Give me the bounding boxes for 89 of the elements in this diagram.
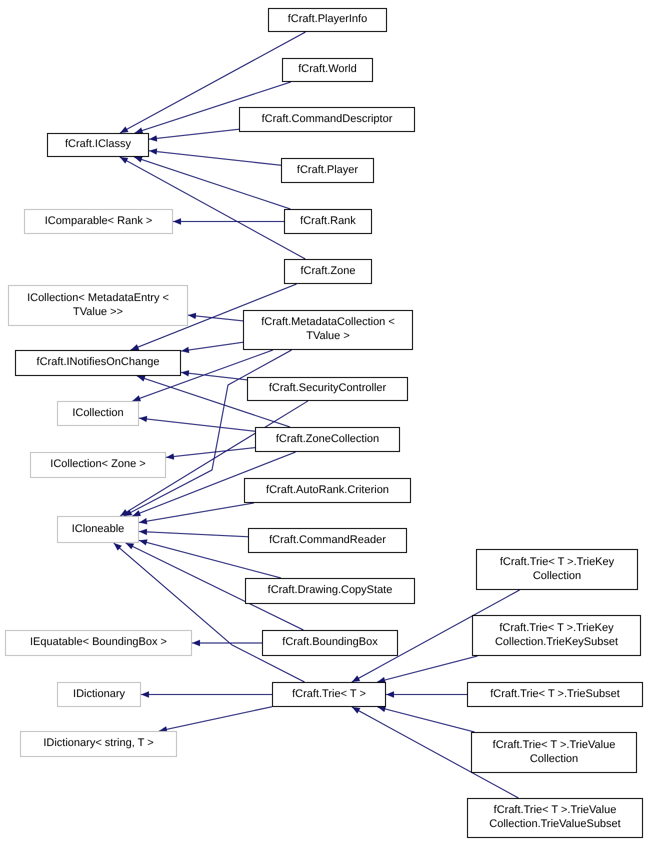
interface-box (30, 452, 166, 478)
class-box (281, 158, 374, 183)
interface-box (24, 209, 173, 234)
class-box (239, 107, 415, 132)
inheritance-arrow (158, 706, 272, 732)
inheritance-arrow (132, 350, 274, 402)
interface-box (8, 285, 188, 326)
inheritance-arrow (172, 218, 284, 225)
class-name: fCraft.Player (296, 164, 358, 178)
interface-box (20, 731, 177, 757)
inheritance-arrow (192, 640, 262, 646)
class-name: fCraft.Trie< T >.TrieKey Collection.TrieKeySubset (494, 622, 620, 650)
class-name: ICollection< Zone > (50, 458, 146, 472)
class-name: fCraft.INotifiesOnChange (36, 356, 160, 370)
inheritance-arrow (351, 706, 519, 798)
class-name: IDictionary< string, T > (43, 737, 154, 751)
inheritance-arrow (140, 691, 272, 698)
class-name: fCraft.ZoneCollection (276, 432, 380, 446)
interface-box (5, 630, 192, 656)
class-name: fCraft.MetadataCollection < TValue > (260, 316, 396, 344)
class-name: IEquatable< BoundingBox > (30, 636, 167, 650)
class-box (272, 682, 386, 707)
class-box (255, 427, 400, 452)
class-name: fCraft.SecurityController (268, 382, 386, 396)
class-name: fCraft.CommandReader (269, 534, 386, 548)
class-name: fCraft.Rank (300, 214, 356, 228)
class-box (247, 377, 408, 401)
inheritance-arrow (119, 156, 306, 260)
inheritance-arrow (138, 502, 254, 524)
inheritance-arrow (113, 542, 305, 682)
inheritance-arrow (130, 284, 298, 350)
class-name: fCraft.IClassy (64, 138, 131, 152)
class-name: IComparable< Rank > (44, 214, 152, 228)
class-box (472, 615, 641, 656)
inheritance-arrow (148, 148, 282, 166)
class-box (467, 798, 643, 838)
inheritance-arrow (377, 706, 475, 732)
class-name: fCraft.Trie< T >.TrieKey Collection (498, 556, 616, 584)
class-box (268, 8, 387, 32)
inheritance-arrow (180, 370, 248, 380)
inheritance-arrow (125, 542, 304, 630)
class-name: IDictionary (73, 688, 125, 702)
inheritance-arrow (132, 452, 296, 516)
class-name: fCraft.Zone (300, 264, 356, 278)
class-name: ICollection< MetadataEntry < TValue >> (26, 292, 170, 320)
class-name: fCraft.CommandDescriptor (262, 112, 392, 126)
class-box (467, 682, 643, 707)
inheritance-arrow (136, 376, 290, 428)
inheritance-arrow (148, 128, 240, 142)
class-name: fCraft.PlayerInfo (288, 13, 368, 27)
class-name: fCraft.BoundingBox (282, 636, 378, 650)
inheritance-arrow (188, 312, 244, 322)
class-box (262, 630, 398, 656)
interface-box (57, 401, 139, 426)
class-box (471, 732, 637, 773)
class-name: ICloneable (72, 522, 124, 536)
inheritance-arrow (123, 350, 292, 516)
class-name: fCraft.AutoRank.Criterion (266, 484, 389, 498)
inheritance-arrow (120, 400, 308, 516)
class-box (284, 209, 372, 234)
inheritance-arrow (138, 416, 256, 432)
class-name: ICollection (72, 406, 124, 420)
inheritance-arrow (120, 32, 306, 134)
class-box (476, 549, 638, 590)
class-name: fCraft.Trie< T >.TrieValue Collection.TrieValueSubset (488, 804, 622, 832)
class-name: fCraft.Trie< T >.TrieSubset (490, 688, 620, 702)
class-name: fCraft.World (298, 63, 357, 77)
class-box (15, 350, 181, 376)
interface-box (57, 682, 141, 707)
inheritance-arrow (138, 528, 248, 538)
class-box (243, 310, 413, 350)
inheritance-arrow (386, 691, 468, 698)
class-name: fCraft.Trie< T > (292, 688, 366, 702)
class-name: fCraft.Trie< T >.TrieValue Collection (492, 738, 616, 766)
class-box (284, 259, 372, 284)
class-box (47, 133, 149, 157)
interface-box (57, 516, 139, 543)
inheritance-arrow (376, 656, 478, 684)
inheritance-arrow (134, 82, 292, 134)
inheritance-arrow (138, 539, 282, 578)
inheritance-arrow (134, 156, 291, 210)
class-name: fCraft.Drawing.CopyState (268, 584, 392, 598)
class-box (245, 578, 415, 604)
inheritance-arrow (166, 447, 256, 460)
class-box (282, 58, 373, 82)
inheritance-arrow (351, 590, 520, 682)
class-box (244, 478, 411, 503)
class-box (248, 528, 407, 553)
inheritance-arrow (180, 342, 244, 354)
